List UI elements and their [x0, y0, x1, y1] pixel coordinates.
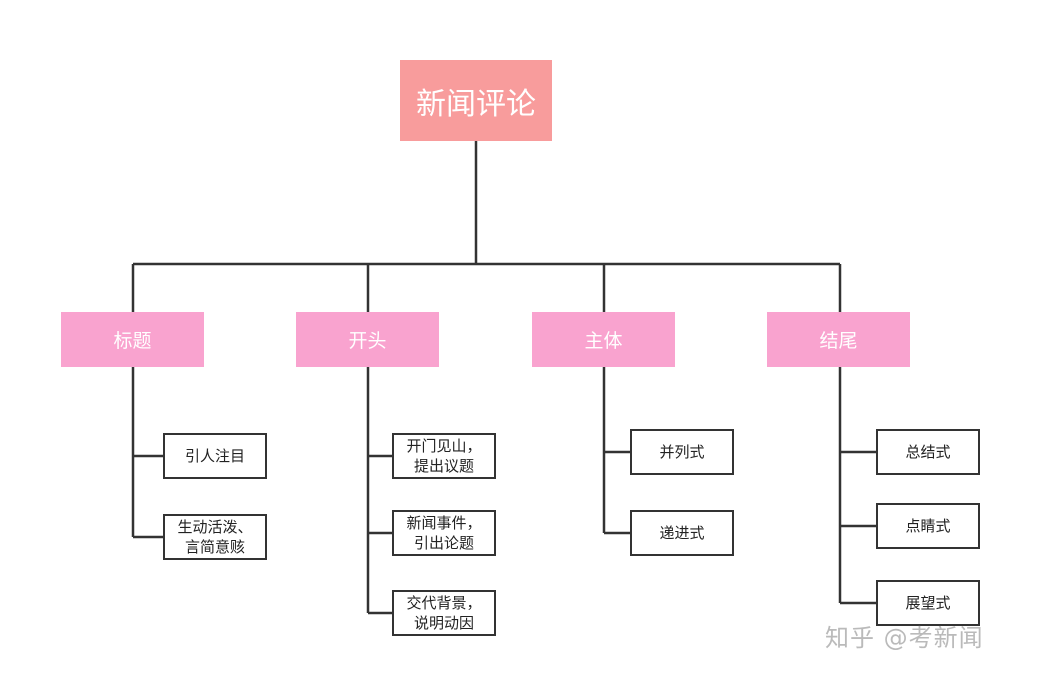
leaf-node: 展望式: [876, 580, 980, 626]
category-opening-node: 开头: [296, 312, 439, 367]
leaf-node: 开门见山， 提出议题: [392, 433, 496, 479]
leaf-node: 生动活泼、 言简意赅: [163, 514, 267, 560]
category-ending-node: 结尾: [767, 312, 910, 367]
leaf-node: 新闻事件， 引出论题: [392, 510, 496, 556]
category-title-node: 标题: [61, 312, 204, 367]
leaf-node: 交代背景， 说明动因: [392, 590, 496, 636]
root-node: 新闻评论: [400, 60, 552, 141]
leaf-node: 递进式: [630, 510, 734, 556]
leaf-node: 点睛式: [876, 503, 980, 549]
leaf-node: 总结式: [876, 429, 980, 475]
leaf-node: 引人注目: [163, 433, 267, 479]
category-body-node: 主体: [532, 312, 675, 367]
watermark-text: 知乎 @考新闻: [825, 624, 984, 652]
leaf-node: 并列式: [630, 429, 734, 475]
